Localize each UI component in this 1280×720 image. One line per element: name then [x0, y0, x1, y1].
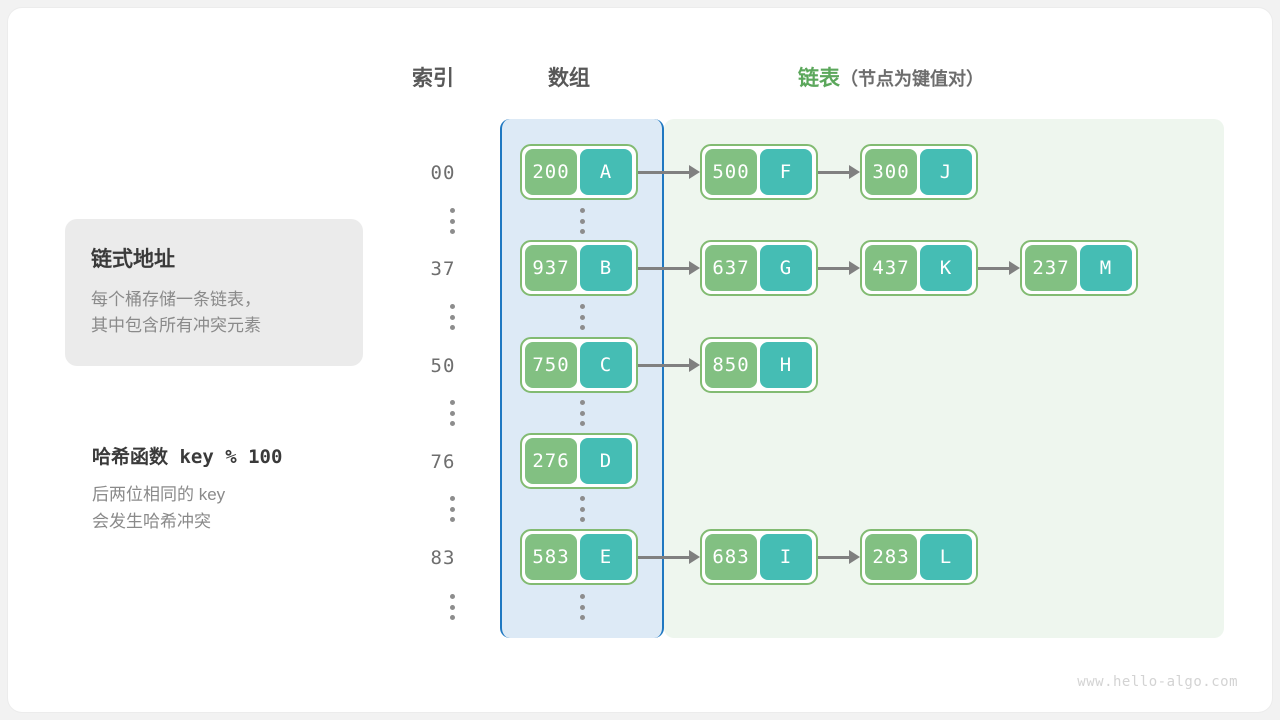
- node-key-cell: 683: [705, 534, 757, 580]
- index-ellipsis: [444, 400, 460, 426]
- node-key-cell: 237: [1025, 245, 1077, 291]
- next-pointer-arrow: [818, 529, 860, 585]
- node-key-cell: 437: [865, 245, 917, 291]
- node-value-cell: E: [580, 534, 632, 580]
- next-pointer-arrow: [978, 240, 1020, 296]
- column-header-index: 索引: [412, 67, 454, 90]
- hash-function-title: 哈希函数 key % 100: [92, 446, 283, 468]
- info-card-body: 每个桶存储一条链表， 其中包含所有冲突元素: [91, 287, 337, 340]
- next-pointer-arrow: [638, 240, 700, 296]
- node-key-cell: 500: [705, 149, 757, 195]
- hash-function-line-2: 会发生哈希冲突: [92, 512, 211, 532]
- column-header-linkedlist: 链表（节点为键值对）: [798, 62, 984, 92]
- watermark: www.hello-algo.com: [1077, 674, 1238, 690]
- node-key-cell: 637: [705, 245, 757, 291]
- node-key-cell: 276: [525, 438, 577, 484]
- column-header-linkedlist-sub: （节点为键值对）: [840, 69, 984, 89]
- array-ellipsis: [574, 400, 590, 426]
- node-value-cell: B: [580, 245, 632, 291]
- index-ellipsis: [444, 496, 460, 522]
- array-ellipsis: [574, 208, 590, 234]
- index-ellipsis: [444, 304, 460, 330]
- node-value-cell: L: [920, 534, 972, 580]
- node-value-cell: M: [1080, 245, 1132, 291]
- node-key-cell: 200: [525, 149, 577, 195]
- index-ellipsis: [444, 594, 460, 620]
- info-card: 链式地址 每个桶存储一条链表， 其中包含所有冲突元素: [65, 219, 363, 366]
- node-key-cell: 750: [525, 342, 577, 388]
- hash-function-body: 后两位相同的 key 会发生哈希冲突: [92, 481, 392, 535]
- node-value-cell: D: [580, 438, 632, 484]
- bucket-index-label: 83: [430, 547, 456, 569]
- node-value-cell: I: [760, 534, 812, 580]
- node-value-cell: F: [760, 149, 812, 195]
- next-pointer-arrow: [638, 144, 700, 200]
- hash-function-note: 哈希函数 key % 100 后两位相同的 key 会发生哈希冲突: [92, 442, 392, 535]
- node-value-cell: H: [760, 342, 812, 388]
- bucket-index-label: 50: [430, 355, 456, 377]
- node-key-cell: 300: [865, 149, 917, 195]
- array-ellipsis: [574, 496, 590, 522]
- next-pointer-arrow: [638, 337, 700, 393]
- bucket-index-label: 76: [430, 451, 456, 473]
- node-value-cell: G: [760, 245, 812, 291]
- info-card-line-1: 每个桶存储一条链表，: [91, 290, 261, 309]
- next-pointer-arrow: [638, 529, 700, 585]
- bucket-index-label: 00: [430, 162, 456, 184]
- next-pointer-arrow: [818, 144, 860, 200]
- node-key-cell: 850: [705, 342, 757, 388]
- array-ellipsis: [574, 594, 590, 620]
- node-value-cell: K: [920, 245, 972, 291]
- node-key-cell: 283: [865, 534, 917, 580]
- node-value-cell: C: [580, 342, 632, 388]
- bucket-index-label: 37: [430, 258, 456, 280]
- info-card-title: 链式地址: [91, 248, 175, 271]
- node-key-cell: 583: [525, 534, 577, 580]
- array-ellipsis: [574, 304, 590, 330]
- next-pointer-arrow: [818, 240, 860, 296]
- column-header-array: 数组: [548, 67, 590, 90]
- node-key-cell: 937: [525, 245, 577, 291]
- node-value-cell: A: [580, 149, 632, 195]
- node-value-cell: J: [920, 149, 972, 195]
- column-header-linkedlist-main: 链表: [798, 67, 840, 90]
- info-card-line-2: 其中包含所有冲突元素: [91, 316, 261, 336]
- index-ellipsis: [444, 208, 460, 234]
- hash-function-line-1: 后两位相同的 key: [92, 485, 226, 504]
